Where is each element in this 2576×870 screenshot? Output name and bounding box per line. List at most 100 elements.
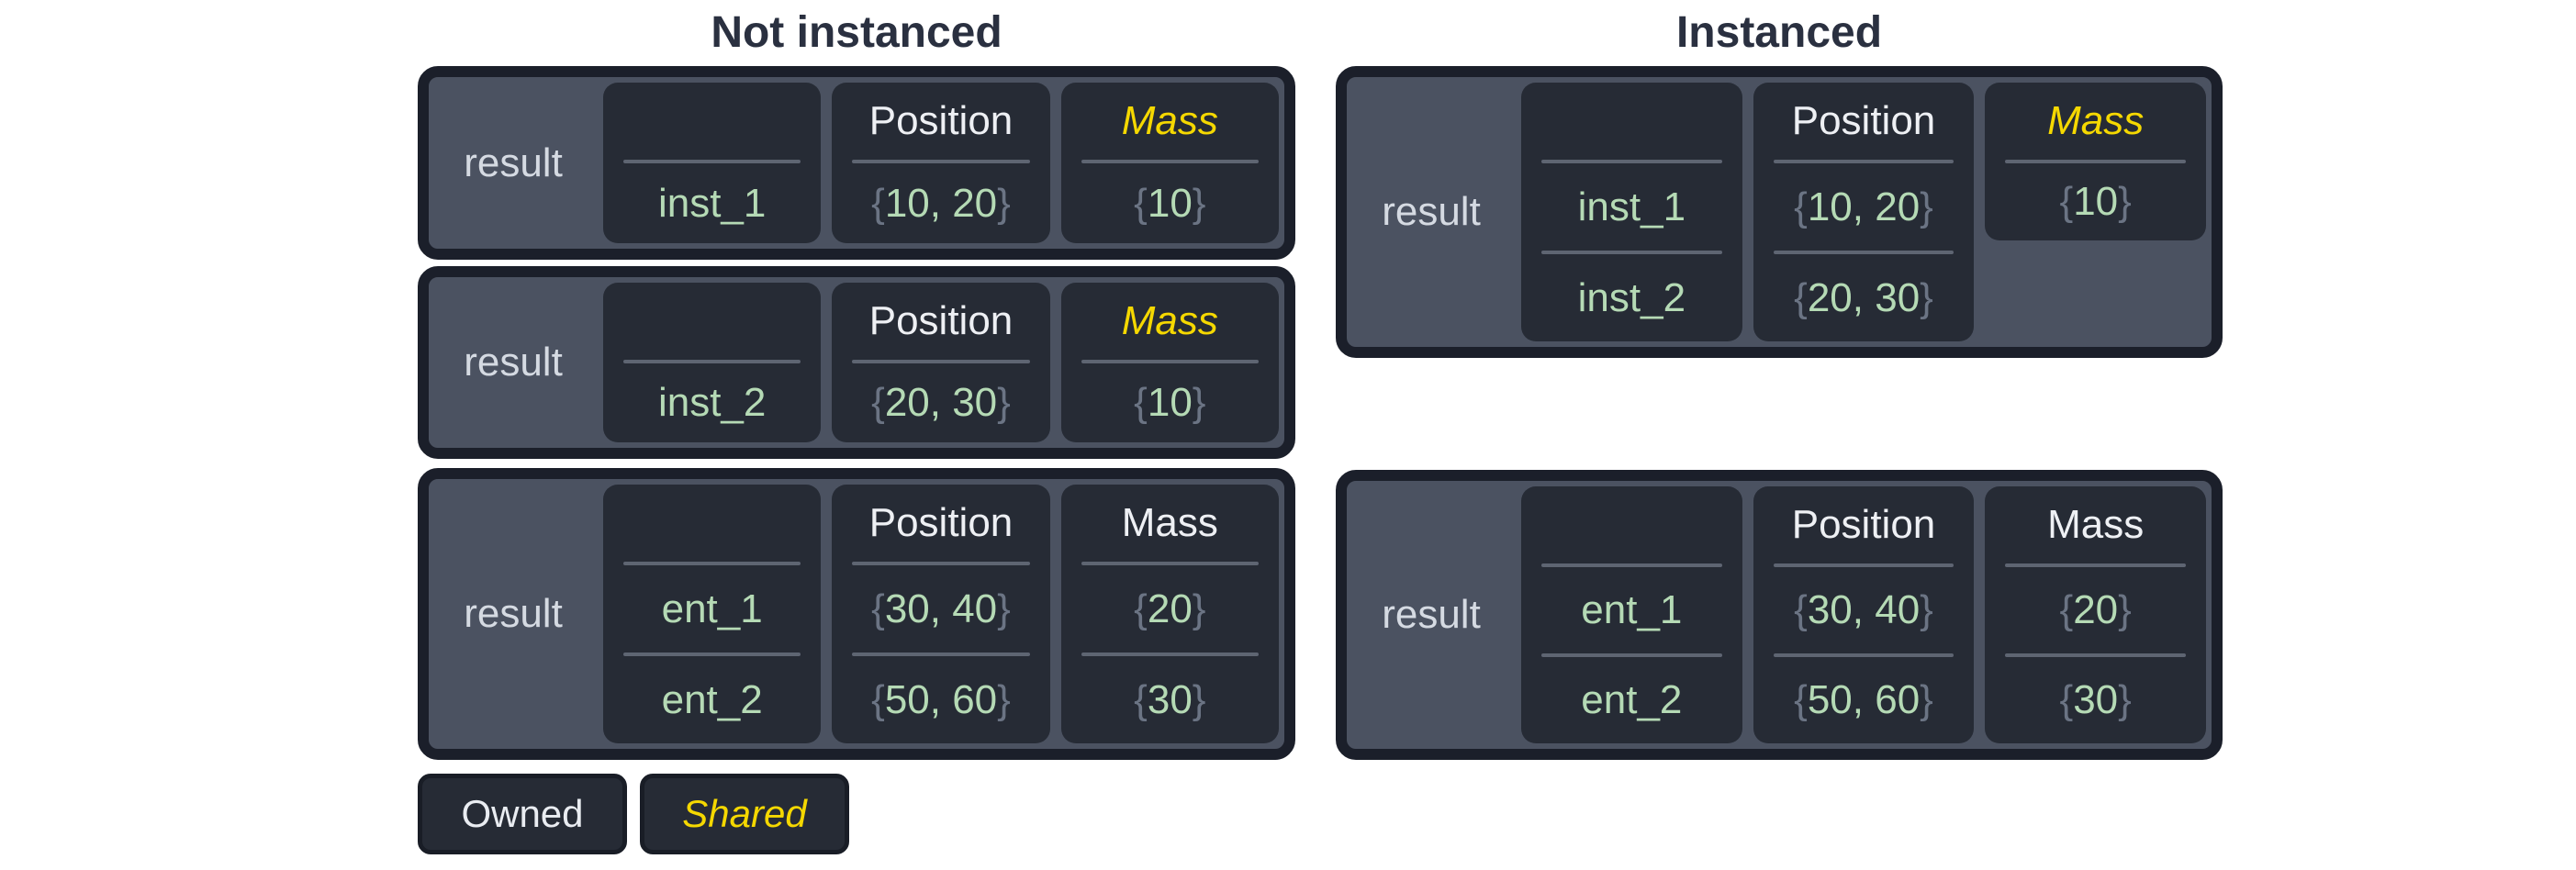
mass-number: 20 [2073,587,2119,632]
not-instanced-title: Not instanced [711,8,1002,57]
mass-number: 20 [1147,586,1193,631]
mass-number: 30 [2073,677,2119,722]
entity-header-empty [1521,83,1742,160]
result-box-inst2: result inst_2 Position {20, 30} Mass {10… [418,266,1295,459]
column-divider [852,360,1030,363]
open-brace: { [1134,586,1148,631]
position-value: {20, 30} [1753,254,1975,341]
entity-header-empty [603,485,821,562]
column-divider [2005,563,2187,567]
result-label: result [1382,592,1481,637]
entity-column: ent_1 ent_2 [603,485,822,743]
mass-column: Mass {20} {30} [1060,485,1279,743]
mass-value: {10} [1061,363,1279,442]
mass-value: {10} [1061,163,1279,243]
close-brace: } [1920,184,1933,229]
instanced-title: Instanced [1675,8,1883,57]
mass-header-owned: Mass [2047,502,2145,547]
position-header: Position [868,98,1014,143]
position-column: Position {10, 20} [832,83,1050,243]
column-divider [623,360,801,363]
open-brace: { [1794,677,1808,722]
mass-value: {20} [1985,567,2206,653]
column-divider [623,652,801,656]
close-brace: } [1920,274,1933,320]
mass-value: {30} [1985,657,2206,743]
entity-name: ent_2 [1581,677,1683,722]
open-brace: { [871,380,885,425]
open-brace: { [1794,274,1808,320]
mass-column: Mass {10} [1060,283,1279,442]
position-numbers: 10, 20 [1807,184,1921,229]
column-divider [2005,160,2187,163]
mass-column: Mass {10} [1060,83,1279,243]
close-brace: } [1920,587,1933,632]
close-brace: } [2118,677,2132,722]
legend: Owned Shared [418,774,849,854]
position-value: {50, 60} [1753,657,1975,743]
entity-header-empty [603,83,821,160]
close-brace: } [997,676,1011,722]
position-value: {20, 30} [832,363,1049,442]
entity-name: ent_2 [661,676,763,722]
mass-column: Mass {20} {30} [1985,486,2207,743]
entity-name: inst_2 [1577,274,1686,320]
column-divider [2005,653,2187,657]
entity-name: ent_1 [661,586,763,631]
column-divider [1541,160,1722,163]
position-header: Position [1791,98,1936,143]
position-header: Position [1791,502,1936,547]
close-brace: } [1192,180,1206,226]
mass-number: 10 [2073,179,2119,224]
close-brace: } [997,586,1011,631]
mass-number: 10 [1147,180,1193,226]
result-box-entities-instanced: result ent_1 ent_2 Position {30, 40} {50… [1336,470,2223,760]
legend-shared-chip: Shared [640,774,849,854]
mass-number: 30 [1147,676,1193,722]
open-brace: { [871,586,885,631]
column-divider [623,160,801,163]
column-divider [1773,160,1954,163]
mass-value: {10} [1985,163,2206,240]
close-brace: } [1192,380,1206,425]
column-divider [1081,652,1259,656]
column-divider [1541,251,1722,254]
open-brace: { [1794,184,1808,229]
column-divider [1081,160,1259,163]
entity-column: inst_1 inst_2 [1521,83,1742,341]
result-label: result [464,340,563,385]
position-numbers: 30, 40 [1807,587,1921,632]
position-value: {50, 60} [832,656,1049,743]
mass-header-owned: Mass [1121,500,1218,545]
entity-column: ent_1 ent_2 [1521,486,1742,743]
mass-number: 10 [1147,380,1193,425]
mass-header-shared: Mass [1121,298,1218,343]
entity-name: ent_1 [1581,587,1683,632]
column-divider [852,160,1030,163]
open-brace: { [871,180,885,226]
close-brace: } [1920,677,1933,722]
position-column: Position {30, 40} {50, 60} [1753,486,1975,743]
position-value: {30, 40} [1753,567,1975,653]
result-box-entities-not-instanced: result ent_1 ent_2 Position {30, 40} {50… [418,468,1295,760]
entity-column: inst_2 [603,283,822,442]
column-divider [1773,251,1954,254]
position-value: {10, 20} [832,163,1049,243]
mass-column-shared-single: Mass {10} [1985,83,2207,240]
close-brace: } [1192,676,1206,722]
entity-column: inst_1 [603,83,822,243]
open-brace: { [2059,677,2074,722]
position-numbers: 10, 20 [884,180,998,226]
result-box-instanced: result inst_1 inst_2 Position {10, 20} {… [1336,66,2223,358]
open-brace: { [1134,676,1148,722]
close-brace: } [2118,179,2132,224]
column-divider [1081,562,1259,565]
mass-value: {20} [1061,565,1279,652]
column-divider [1773,653,1954,657]
entity-header-empty [603,283,821,360]
result-label: result [1382,189,1481,234]
position-column: Position {10, 20} {20, 30} [1753,83,1975,341]
result-label: result [464,591,563,636]
position-numbers: 30, 40 [884,586,998,631]
